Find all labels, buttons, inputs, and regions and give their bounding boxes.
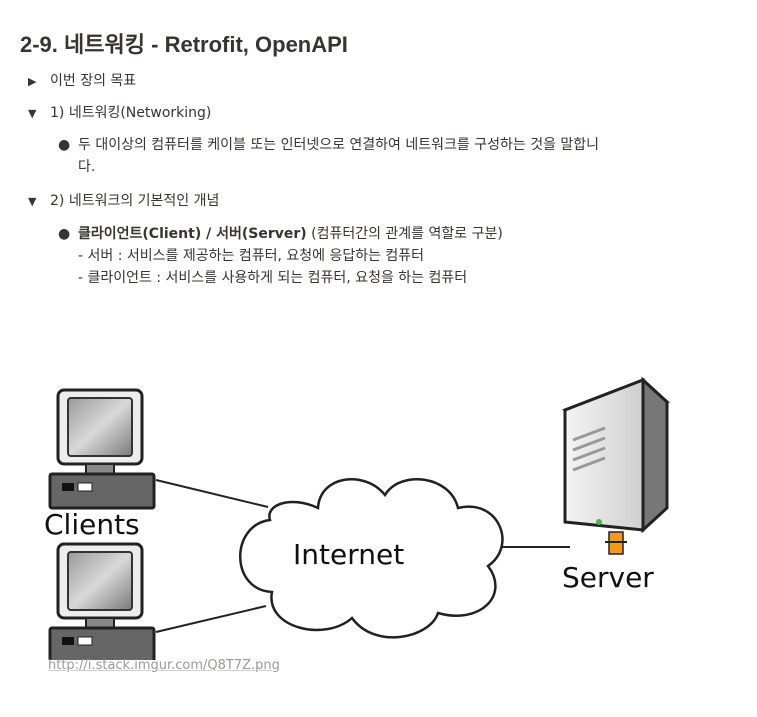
client-server-note: (컴퓨터간의 관계를 역할로 구분) (306, 226, 503, 242)
client-computer-icon (48, 388, 156, 510)
client-server-bold: 클라이언트(Client) / 서버(Server) (78, 226, 307, 242)
toggle-goals[interactable]: ▶ 이번 장의 목표 (28, 71, 136, 92)
server-definition: - 서버 : 서비스를 제공하는 컴퓨터, 요청에 응답하는 컴퓨터 (78, 248, 425, 264)
image-source-link[interactable]: http://i.stack.imgur.com/Q8T7Z.png (48, 658, 280, 673)
clients-label: Clients (44, 508, 140, 541)
title-korean: 네트워킹 (64, 32, 146, 57)
collapsed-triangle-icon[interactable]: ▶ (28, 75, 37, 88)
server-label: Server (562, 561, 654, 594)
expanded-triangle-icon[interactable]: ▼ (28, 195, 37, 208)
client-computer-icon (48, 542, 156, 660)
toggle-basic-concepts-label: 2) 네트워크의 기본적인 개념 (50, 193, 220, 209)
bullet-dot-icon: ● (58, 226, 71, 242)
expanded-triangle-icon[interactable]: ▼ (28, 107, 37, 120)
internet-label: Internet (293, 538, 404, 571)
title-number: 2-9. (20, 32, 58, 57)
client-server-item: ● 클라이언트(Client) / 서버(Server) (컴퓨터간의 관계를 … (58, 223, 718, 289)
title-suffix: - Retrofit, OpenAPI (151, 32, 348, 57)
toggle-basic-concepts[interactable]: ▼ 2) 네트워크의 기본적인 개념 (28, 191, 219, 212)
client-definition: - 클라이언트 : 서비스를 사용하게 되는 컴퓨터, 요청을 하는 컴퓨터 (78, 270, 468, 286)
internet-cloud-icon (239, 478, 504, 639)
connection-lines (155, 479, 570, 633)
networking-definition: ● 두 대이상의 컴퓨터를 케이블 또는 인터넷으로 연결하여 네트워크를 구성… (58, 134, 718, 178)
definition-line-2: 다. (78, 159, 96, 175)
toggle-networking-label: 1) 네트워킹(Networking) (50, 105, 212, 121)
client-server-diagram: Clients Internet Server (44, 376, 670, 660)
server-tower-icon (562, 376, 670, 555)
definition-line-1: 두 대이상의 컴퓨터를 케이블 또는 인터넷으로 연결하여 네트워크를 구성하는… (78, 137, 600, 153)
toggle-networking[interactable]: ▼ 1) 네트워킹(Networking) (28, 103, 211, 124)
bullet-dot-icon: ● (58, 137, 71, 153)
toggle-goals-label: 이번 장의 목표 (50, 73, 137, 89)
page-title: 2-9. 네트워킹 - Retrofit, OpenAPI (20, 30, 348, 60)
